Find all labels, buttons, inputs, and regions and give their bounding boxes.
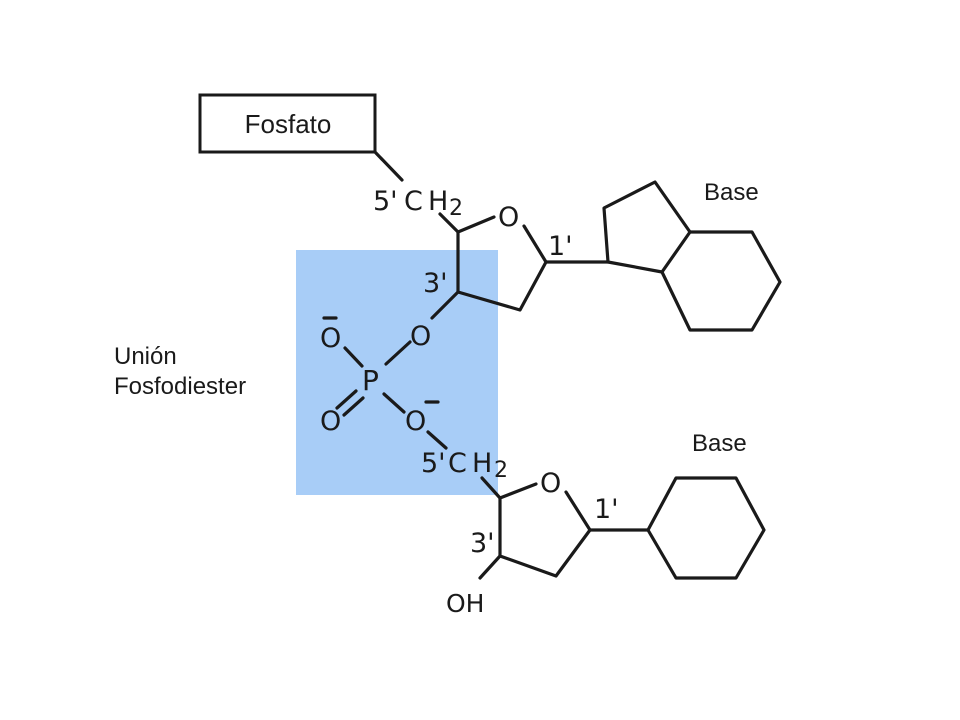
ring-oxygen-bottom: O xyxy=(540,468,561,499)
phosphate-box xyxy=(198,93,377,154)
base-top-label: Base xyxy=(704,179,759,206)
c1-top-label: 1' xyxy=(548,231,573,262)
sugar-ring-top xyxy=(456,215,548,312)
phosphate-o-top: O xyxy=(410,321,431,352)
phosphate-o-minus-left: O xyxy=(320,323,341,354)
bond-o-top-to-p xyxy=(384,340,412,366)
phosphodiester-label-line1: Unión xyxy=(114,343,177,370)
bond-p-double-o-1 xyxy=(335,389,358,410)
phosphorus-atom: P xyxy=(362,364,379,397)
phosphate-label: Fosfato xyxy=(245,109,332,139)
base-top-six-ring xyxy=(660,230,782,332)
phosphodiester-label-line2: Fosfodiester xyxy=(114,373,246,400)
base-bottom-label: Base xyxy=(692,430,747,457)
ch2-bottom-c: C xyxy=(448,448,467,479)
hydroxyl-label: OH xyxy=(446,589,484,618)
bond-p-double-o-2 xyxy=(342,396,365,417)
bond-c3-to-o-top xyxy=(430,290,460,320)
c5-bottom-label: 5' xyxy=(421,448,446,479)
c5-top-label: 5' xyxy=(373,186,398,217)
base-bottom-ring xyxy=(646,476,766,580)
bond-p-to-o-bottom xyxy=(382,392,406,414)
ch2-top-c: C xyxy=(404,186,423,217)
c3-top-label: 3' xyxy=(423,268,448,299)
ch2-top-h: H xyxy=(428,186,448,217)
bond-c3-to-oh xyxy=(478,554,502,580)
sugar-ring-bottom xyxy=(498,482,592,578)
c3-bottom-label: 3' xyxy=(470,528,495,559)
ring-oxygen-top: O xyxy=(498,202,519,233)
phosphate-o-bottom: O xyxy=(405,406,426,437)
c1-bottom-label: 1' xyxy=(594,494,619,525)
ch2-top-subscript: 2 xyxy=(449,196,463,221)
ch2-bottom-subscript: 2 xyxy=(494,458,508,483)
bond-ch2-to-c4-bottom xyxy=(480,476,502,500)
bond-phosphate-to-c5 xyxy=(373,150,404,182)
bond-o-minus-to-p xyxy=(343,346,364,368)
base-top-five-ring xyxy=(602,180,692,274)
ch2-bottom-h: H xyxy=(472,448,492,479)
phosphate-o-double: O xyxy=(320,406,341,437)
bond-ch2-to-c4-top xyxy=(438,212,460,234)
bond-o-to-ch2-bottom xyxy=(426,430,448,450)
phosphodiester-highlight xyxy=(296,250,498,495)
